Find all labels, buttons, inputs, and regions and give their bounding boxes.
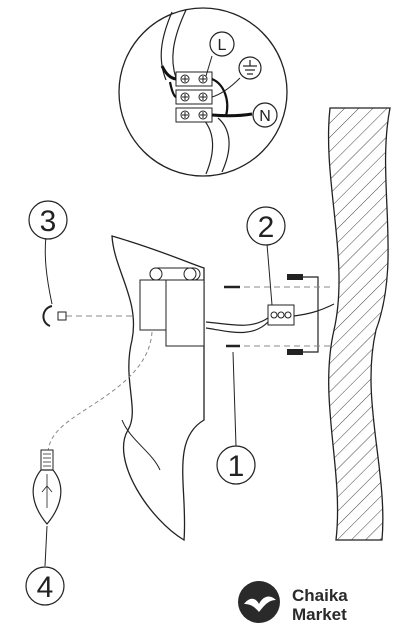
svg-text:3: 3 [40,205,57,238]
callout-3: 3 [28,200,68,240]
brand-line-1: Chaika [292,586,348,605]
neutral-terminal-marker [252,102,278,128]
live-terminal-marker [209,31,235,57]
live-terminal-label: L [218,37,227,54]
wall-lamp-body [111,235,205,542]
terminal-block [175,71,213,123]
svg-text:4: 4 [37,571,54,604]
chaika-bird-logo-icon [238,581,280,623]
wall-section [327,107,391,541]
brand-name: Chaika Market [292,586,348,624]
brand-line-2: Market [292,605,347,624]
svg-text:2: 2 [258,211,275,244]
candle-bulb-icon [32,449,62,525]
ground-icon [238,56,262,80]
svg-text:1: 1 [228,450,245,483]
callout-2: 2 [246,206,286,246]
neutral-terminal-label: N [259,108,271,125]
callout-4: 4 [25,566,65,606]
circlip-icon [42,305,67,327]
wiring-detail-circle: L N [118,7,288,177]
mounting-bracket [224,274,319,355]
callout-1: 1 [216,445,256,485]
